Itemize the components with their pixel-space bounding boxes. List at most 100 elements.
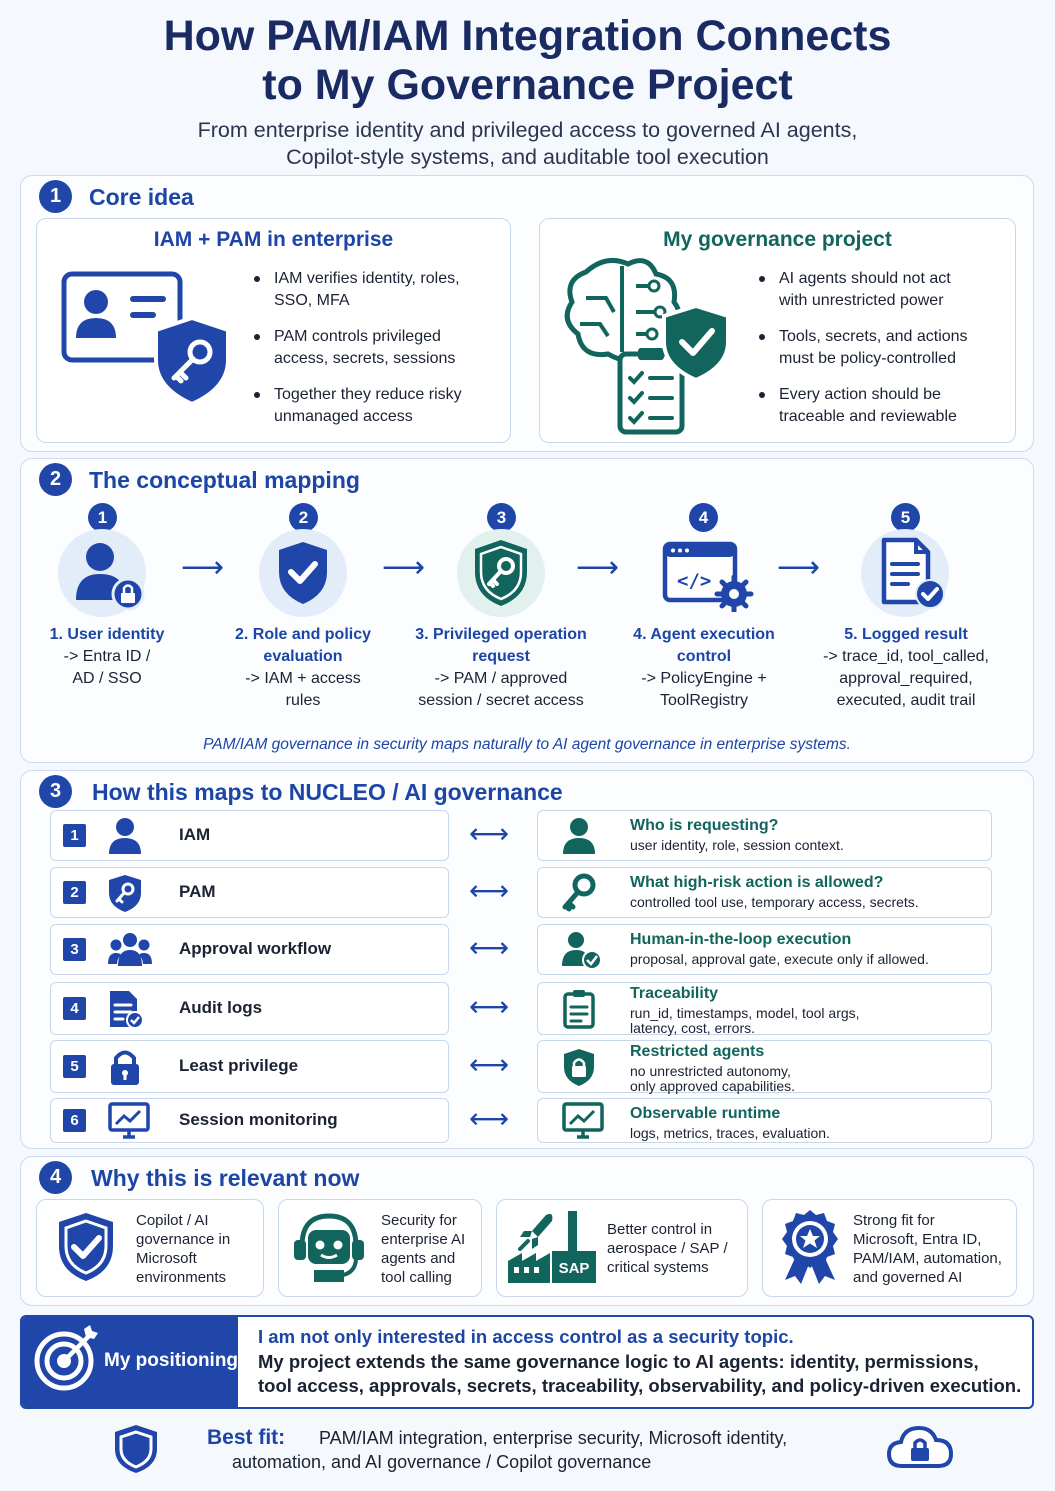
bidirectional-arrow: ⟷: [468, 874, 510, 906]
row-label: Session monitoring: [179, 1109, 338, 1129]
bidirectional-arrow: ⟷: [468, 1048, 510, 1080]
card-title: IAM + PAM in enterprise: [153, 228, 394, 251]
id-card-shield-key-icon: [61, 271, 230, 407]
award-badge-icon: [782, 1210, 838, 1284]
governance-row: [537, 1040, 992, 1093]
governance-row: [537, 982, 992, 1035]
governance-row: [537, 810, 992, 861]
row-title: Restricted agents: [630, 1043, 765, 1060]
section-title: Core idea: [89, 184, 194, 210]
row-description: controlled tool use, temporary access, s…: [630, 894, 919, 910]
step-number: 5: [891, 503, 920, 532]
section-number: 2: [39, 463, 72, 496]
row-label: Approval workflow: [179, 938, 332, 958]
mapping-tagline: PAM/IAM governance in security maps natu…: [203, 736, 851, 753]
row-icon: [561, 816, 597, 861]
governance-row: [537, 924, 992, 975]
row-title: Observable runtime: [630, 1105, 781, 1122]
iam-pam-bullets: IAM verifies identity, roles,SSO, MFA PA…: [250, 268, 500, 442]
row-number: 1: [63, 824, 86, 847]
bidirectional-arrow: ⟷: [468, 990, 510, 1022]
positioning-box: [20, 1315, 1034, 1409]
step-number: 3: [487, 503, 516, 532]
document-check-icon: [881, 537, 945, 609]
row-title: Who is requesting?: [630, 817, 779, 834]
row-number: 4: [63, 997, 86, 1020]
row-icon: [561, 1047, 597, 1092]
row-number: 6: [63, 1109, 86, 1132]
shield-icon: [115, 1425, 157, 1473]
row-description: user identity, role, session context.: [630, 837, 844, 853]
section-number: 3: [39, 775, 72, 808]
section-conceptual-mapping: [20, 458, 1034, 763]
section-number: 1: [39, 180, 72, 213]
row-label: Audit logs: [179, 997, 263, 1017]
row-number: 2: [63, 881, 86, 904]
positioning-line2: My project extends the same governance l…: [258, 1351, 979, 1372]
bidirectional-arrow: ⟷: [468, 931, 510, 963]
row-description: proposal, approval gate, execute only if…: [630, 951, 929, 967]
row-icon: [561, 930, 603, 975]
flow-arrow: ⟶: [181, 551, 225, 584]
section-title: How this maps to NUCLEO / AI governance: [92, 779, 563, 805]
row-icon: [107, 1047, 143, 1092]
step-label: 1. User identity -> Entra ID / AD / SSO: [49, 626, 165, 687]
row-label: IAM: [179, 824, 211, 844]
flow-arrow: ⟶: [382, 551, 426, 584]
step-number: 1: [88, 503, 117, 532]
positioning-label: My positioning: [104, 1350, 239, 1371]
row-description: logs, metrics, traces, evaluation.: [630, 1125, 830, 1141]
code-window-gear-icon: </>: [662, 541, 754, 612]
positioning-line3: tool access, approvals, secrets, traceab…: [258, 1375, 1022, 1396]
step-label: 5. Logged result -> trace_id, tool_calle…: [823, 626, 989, 709]
row-title: Human-in-the-loop execution: [630, 931, 852, 948]
shield-key-icon: [475, 540, 527, 606]
step-number: 4: [689, 503, 718, 532]
step-label: 3. Privileged operation request -> PAM /…: [415, 626, 587, 709]
shield-check-icon: [59, 1213, 113, 1281]
row-icon: [107, 989, 144, 1034]
section-number: 4: [39, 1161, 72, 1194]
best-fit-line2: automation, and AI governance / Copilot …: [232, 1452, 652, 1472]
svg-text:SAP: SAP: [559, 1260, 590, 1277]
target-arrow-icon: [34, 1325, 98, 1391]
row-icon: [561, 989, 597, 1034]
shield-check-icon: [279, 542, 327, 604]
row-icon: [561, 873, 597, 918]
row-title: What high-risk action is allowed?: [630, 874, 884, 891]
row-icon: [107, 816, 143, 861]
row-number: 3: [63, 938, 86, 961]
section-title: Why this is relevant now: [91, 1165, 360, 1191]
user-lock-icon: [76, 543, 145, 610]
svg-text:</>: </>: [677, 570, 711, 592]
bullet: IAM verifies identity, roles,SSO, MFA: [250, 268, 500, 312]
rocket-factory-sap-icon: SAP: [508, 1211, 596, 1283]
row-icon: [107, 930, 153, 975]
bidirectional-arrow: ⟷: [468, 1102, 510, 1134]
brain-checklist-shield-icon: [564, 257, 730, 435]
row-number: 5: [63, 1055, 86, 1078]
row-description: run_id, timestamps, model, tool args,lat…: [630, 1005, 860, 1036]
row-description: no unrestricted autonomy,only approved c…: [630, 1063, 795, 1094]
section-title: The conceptual mapping: [89, 467, 360, 493]
governance-row: [537, 867, 992, 918]
row-title: Traceability: [630, 985, 719, 1002]
row-icon: [561, 1101, 605, 1146]
flow-arrow: ⟶: [576, 551, 620, 584]
positioning-line1: I am not only interested in access contr…: [258, 1326, 794, 1347]
best-fit-line1: PAM/IAM integration, enterprise security…: [319, 1428, 788, 1448]
step-label: 2. Role and policy evaluation -> IAM + a…: [234, 626, 372, 709]
row-icon: [107, 873, 143, 918]
best-fit-label: Best fit:: [207, 1426, 286, 1449]
row-label: PAM: [179, 881, 216, 901]
page-subtitle: From enterprise identity and privileged …: [197, 118, 858, 169]
